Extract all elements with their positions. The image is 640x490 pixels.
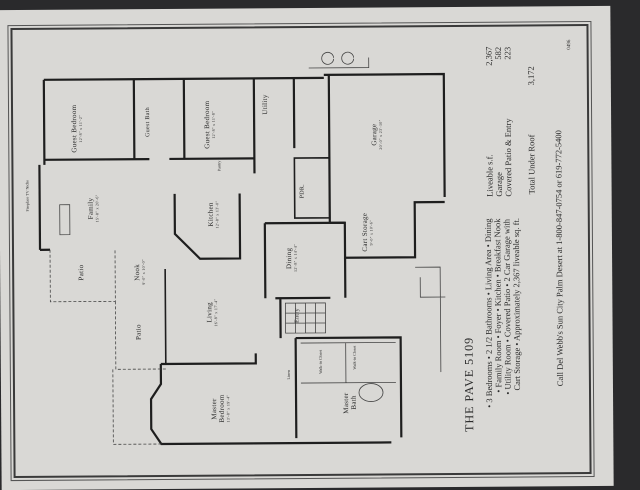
sheet-ref-code: 0496: [567, 39, 573, 50]
floor-plan-walls: [38, 51, 446, 446]
contact-line: Call Del Webb's Sun City Palm Desert at …: [553, 130, 565, 387]
room-master-bath: Master Bath: [342, 392, 358, 414]
plan-title: The Pave 5109: [461, 336, 477, 432]
room-patio-2: Patio: [134, 324, 143, 341]
room-walk-in-closet-1: Walk-in Closet: [317, 349, 323, 374]
room-patio-1: Patio: [77, 264, 86, 281]
room-linen: Linen: [285, 370, 291, 380]
room-guest-bath: Guest Bath: [145, 107, 152, 137]
room-pdr: PDR.: [299, 184, 306, 199]
feature-list: • 3 Bedrooms • 2 1/2 Bathrooms • Living …: [483, 218, 523, 463]
room-fireplace-tv-niche: Fireplace TV Niche: [24, 179, 30, 212]
room-pantry: Pantry: [216, 160, 222, 172]
room-utility: Utility: [260, 94, 270, 115]
room-walk-in-closet-2: Walk-in Closet: [351, 345, 357, 370]
room-entry: Entry: [294, 308, 301, 323]
feature-line: Cart Storage • Approximately 2,367 livea…: [510, 218, 523, 392]
